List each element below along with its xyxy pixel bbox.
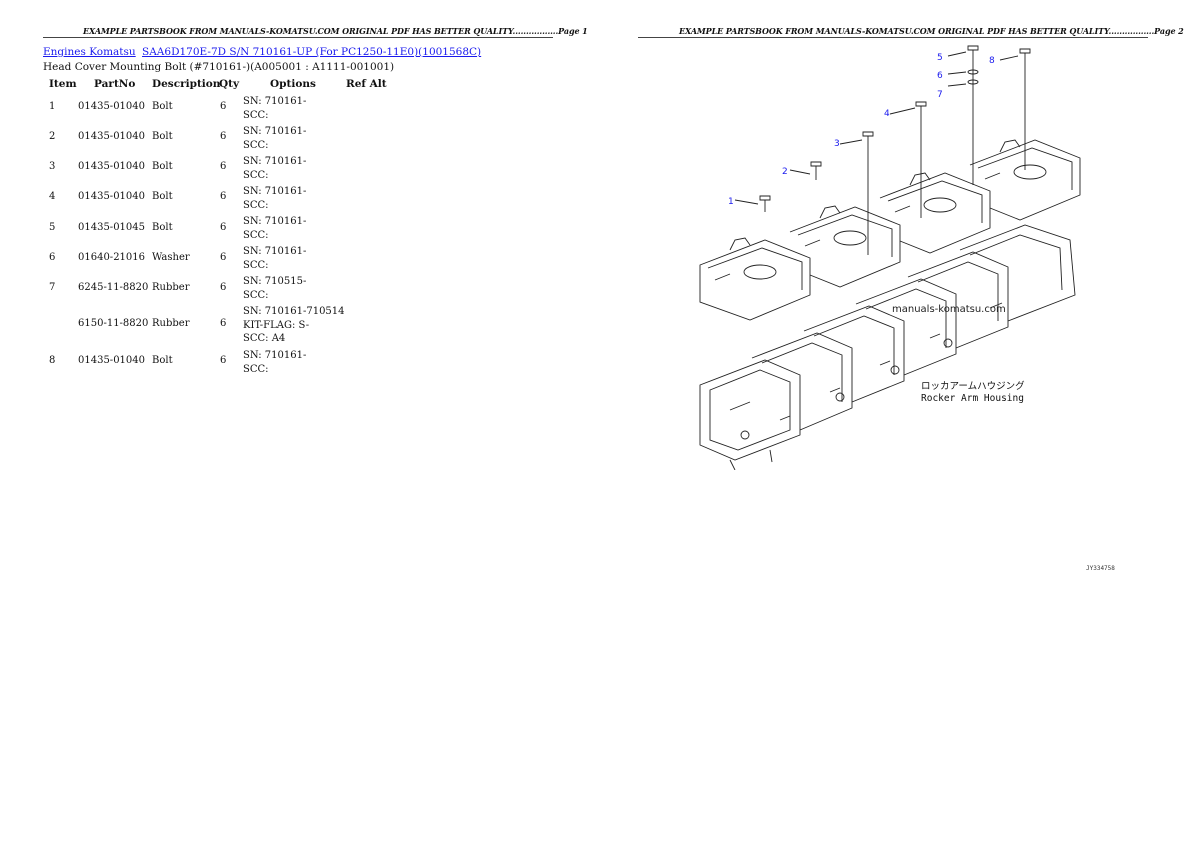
cell-partno: 01435-01040 xyxy=(78,101,146,112)
option-line: SCC: xyxy=(243,199,269,211)
cell-options: SN: 710161- SCC: xyxy=(243,155,306,182)
cell-item: 5 xyxy=(49,222,56,233)
breadcrumb-link-engines-komatsu[interactable]: Engines Komatsu xyxy=(43,46,136,58)
cell-description: Bolt xyxy=(152,161,173,172)
column-header-description: Description xyxy=(152,78,221,90)
cell-qty: 6 xyxy=(220,318,227,329)
cell-qty: 6 xyxy=(220,161,227,172)
cell-item: 6 xyxy=(49,252,56,263)
option-line: KIT-FLAG: S- xyxy=(243,319,310,331)
cell-item: 2 xyxy=(49,131,56,142)
cell-description: Bolt xyxy=(152,101,173,112)
cell-partno: 01435-01040 xyxy=(78,355,146,366)
option-line: SN: 710161- xyxy=(243,350,307,361)
column-header-options: Options xyxy=(270,78,316,90)
page-2-header-rule xyxy=(638,37,1148,38)
bolt-callout-parts xyxy=(734,45,1031,255)
cell-item: 7 xyxy=(49,282,56,293)
cell-options: SN: 710161- SCC: xyxy=(243,185,306,212)
figure-id: JY334758 xyxy=(1086,565,1115,572)
caption-japanese: ロッカアームハウジング xyxy=(921,381,1025,392)
callout-label: 7 xyxy=(937,90,943,100)
option-line: SN: 710161- xyxy=(243,96,307,107)
callout-label: 4 xyxy=(884,109,890,119)
option-line: SN: 710161-710514 xyxy=(243,306,345,317)
exploded-parts-diagram: 1 2 3 4 5 6 7 8 xyxy=(699,45,1081,470)
cell-options: SN: 710515- SCC: xyxy=(243,275,306,302)
cell-description: Bolt xyxy=(152,355,173,366)
page-1-header: EXAMPLE PARTSBOOK FROM MANUALS-KOMATSU.C… xyxy=(83,26,588,36)
cell-item: 1 xyxy=(49,101,56,112)
rocker-arm-housing xyxy=(699,224,1076,470)
column-header-qty: Qty xyxy=(219,78,240,90)
cell-qty: 6 xyxy=(220,282,227,293)
callout-label: 2 xyxy=(782,167,788,177)
cell-options: SN: 710161- SCC: xyxy=(243,349,306,376)
option-line: SN: 710161- xyxy=(243,126,307,137)
cell-description: Washer xyxy=(152,252,190,263)
caption-english: Rocker Arm Housing xyxy=(921,393,1024,404)
cell-options: SN: 710161- SCC: xyxy=(243,215,306,242)
cell-partno: 01435-01045 xyxy=(78,222,146,233)
page-2-header: EXAMPLE PARTSBOOK FROM MANUALS-KOMATSU.C… xyxy=(679,26,1184,36)
option-line: SCC: xyxy=(243,169,269,181)
callout-label: 3 xyxy=(834,139,840,149)
callout-labels: 1 2 3 4 5 6 7 8 xyxy=(728,53,995,207)
cell-options: SN: 710161- SCC: xyxy=(243,245,306,272)
breadcrumb-link-model[interactable]: SAA6D170E-7D S/N 710161-UP (For PC1250-1… xyxy=(142,46,482,58)
cell-options: SN: 710161- SCC: xyxy=(243,125,306,152)
callout-label: 1 xyxy=(728,197,734,207)
cell-partno: 6150-11-8820 xyxy=(78,318,149,329)
page-1-header-rule xyxy=(43,37,553,38)
breadcrumb: Engines Komatsu SAA6D170E-7D S/N 710161-… xyxy=(43,46,481,58)
option-line: SCC: xyxy=(243,363,269,375)
cell-qty: 6 xyxy=(220,131,227,142)
option-line: SN: 710161- xyxy=(243,216,307,227)
cell-qty: 6 xyxy=(220,191,227,202)
cell-description: Bolt xyxy=(152,191,173,202)
cell-partno: 6245-11-8820 xyxy=(78,282,149,293)
cell-qty: 6 xyxy=(220,222,227,233)
cell-partno: 01640-21016 xyxy=(78,252,146,263)
cell-options: SN: 710161-710514 KIT-FLAG: S- SCC: A4 xyxy=(243,305,345,346)
cell-item: 4 xyxy=(49,191,56,202)
cell-description: Bolt xyxy=(152,131,173,142)
option-line: SCC: xyxy=(243,259,269,271)
cell-partno: 01435-01040 xyxy=(78,161,146,172)
cell-qty: 6 xyxy=(220,355,227,366)
head-covers xyxy=(699,139,1081,321)
column-header-item: Item xyxy=(49,78,77,90)
option-line: SN: 710161- xyxy=(243,186,307,197)
page-title: Head Cover Mounting Bolt (#710161-)(A005… xyxy=(43,61,395,73)
option-line: SN: 710515- xyxy=(243,276,307,287)
watermark: manuals-komatsu.com xyxy=(892,304,1006,315)
cell-description: Bolt xyxy=(152,222,173,233)
option-line: SCC: A4 xyxy=(243,333,286,344)
option-line: SCC: xyxy=(243,109,269,121)
column-header-ref-alt: Ref Alt xyxy=(346,78,387,90)
cell-qty: 6 xyxy=(220,101,227,112)
cell-item: 3 xyxy=(49,161,56,172)
option-line: SN: 710161- xyxy=(243,246,307,257)
callout-label: 6 xyxy=(937,71,943,81)
cell-description: Rubber xyxy=(152,282,190,293)
cell-item: 8 xyxy=(49,355,56,366)
option-line: SN: 710161- xyxy=(243,156,307,167)
cell-partno: 01435-01040 xyxy=(78,131,146,142)
callout-label: 8 xyxy=(989,56,995,66)
option-line: SCC: xyxy=(243,289,269,301)
column-header-partno: PartNo xyxy=(94,78,136,90)
callout-label: 5 xyxy=(937,53,943,63)
drawing-caption: ロッカアームハウジング Rocker Arm Housing xyxy=(921,381,1025,405)
option-line: SCC: xyxy=(243,229,269,241)
cell-description: Rubber xyxy=(152,318,190,329)
option-line: SCC: xyxy=(243,139,269,151)
cell-partno: 01435-01040 xyxy=(78,191,146,202)
cell-qty: 6 xyxy=(220,252,227,263)
cell-options: SN: 710161- SCC: xyxy=(243,95,306,122)
